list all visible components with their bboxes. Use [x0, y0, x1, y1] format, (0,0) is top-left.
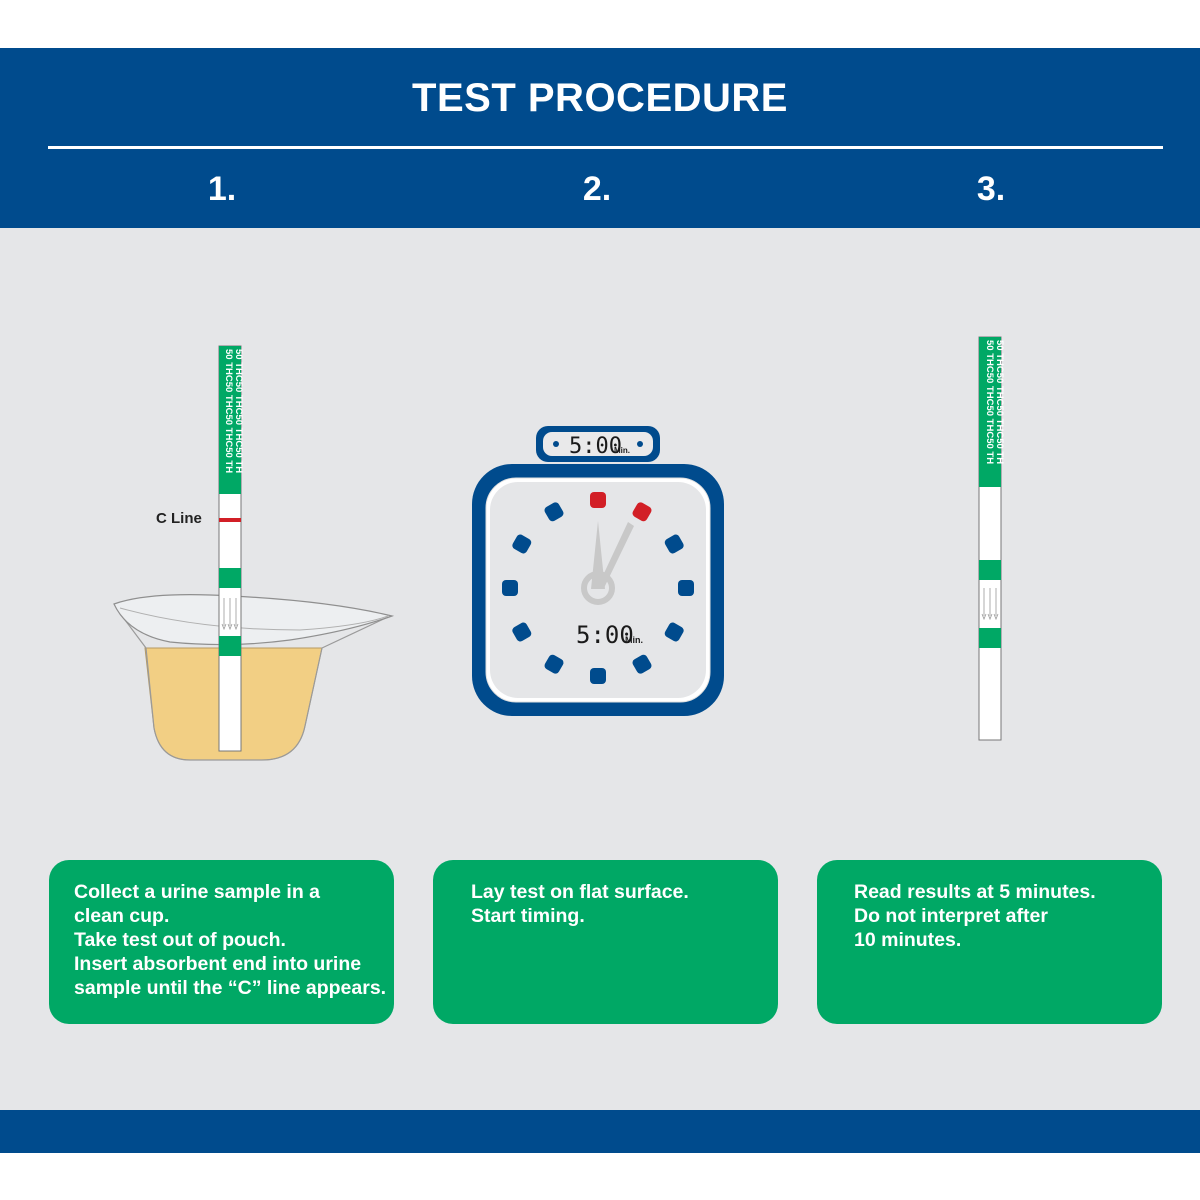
instruction-card-1: Collect a urine sample in a clean cup. T… [49, 860, 394, 1024]
card-1-line: Take test out of pouch. [74, 929, 286, 951]
page-title: TEST PROCEDURE [412, 76, 788, 120]
instruction-card-2: Lay test on flat surface. Start timing. [433, 860, 778, 1024]
timer-marker [632, 502, 652, 522]
test-strip-icon: 50 THC50 THC50 THC50 TH 50 THC50 THC50 T… [218, 345, 244, 752]
header-divider [48, 146, 1163, 149]
c-line-label: C Line [156, 510, 202, 527]
procedure-panel: TEST PROCEDURE 1. 2. 3. 50 THC50 THC50 T… [0, 48, 1200, 1153]
strip-label-text-2: 50 THC50 THC50 THC50 TH [233, 349, 244, 473]
timer-marker [512, 534, 532, 554]
step-number-2: 2. [582, 170, 612, 208]
footer-band [0, 1110, 1200, 1153]
timer-marker [512, 622, 532, 642]
timer-marker [502, 580, 518, 596]
card-1-line: sample until the “C” line appears. [74, 977, 387, 999]
timer-face-display: 5:00 [576, 621, 634, 649]
card-1-line: Collect a urine sample in a [74, 881, 320, 903]
instruction-card-3: Read results at 5 minutes. Do not interp… [817, 860, 1162, 1024]
card-1-line: Insert absorbent end into urine [74, 953, 362, 975]
timer-marker [678, 580, 694, 596]
test-strip-result-icon: 50 THC50 THC50 THC50 TH 50 THC50 THC50 T… [978, 336, 1005, 741]
timer-marker [664, 622, 684, 642]
illustrations: 50 THC50 THC50 THC50 TH 50 THC50 THC50 T… [113, 336, 1005, 761]
timer-top-unit: Min. [614, 446, 630, 455]
header-band: TEST PROCEDURE 1. 2. 3. [0, 48, 1200, 228]
card-3-line: Do not interpret after [854, 905, 1048, 927]
timer-marker [590, 492, 606, 508]
timer-face-unit: Min. [625, 635, 643, 645]
c-line-marker [219, 518, 241, 522]
strip-result-label-text-2: 50 THC50 THC50 THC50 TH [994, 340, 1005, 464]
card-2-line: Lay test on flat surface. [471, 881, 689, 903]
timer-top-display: 5:00 [569, 434, 622, 459]
timer-marker [632, 654, 652, 674]
timer-marker [544, 654, 564, 674]
timer-marker [664, 534, 684, 554]
strip-label-text: 50 THC50 THC50 THC50 TH [223, 349, 234, 473]
step-number-3: 3. [976, 170, 1006, 208]
step-number-1: 1. [207, 170, 237, 208]
strip-result-label-text: 50 THC50 THC50 THC50 TH [984, 340, 995, 464]
card-2-line: Start timing. [471, 905, 585, 927]
timer-icon: 5:00 Min. 5:00 Min. [472, 426, 724, 716]
urine-cup-icon [113, 594, 395, 761]
card-3-line: 10 minutes. [854, 929, 962, 951]
card-3-line: Read results at 5 minutes. [854, 881, 1096, 903]
timer-marker [544, 502, 564, 522]
card-1-line: clean cup. [74, 905, 170, 927]
timer-marker [590, 668, 606, 684]
